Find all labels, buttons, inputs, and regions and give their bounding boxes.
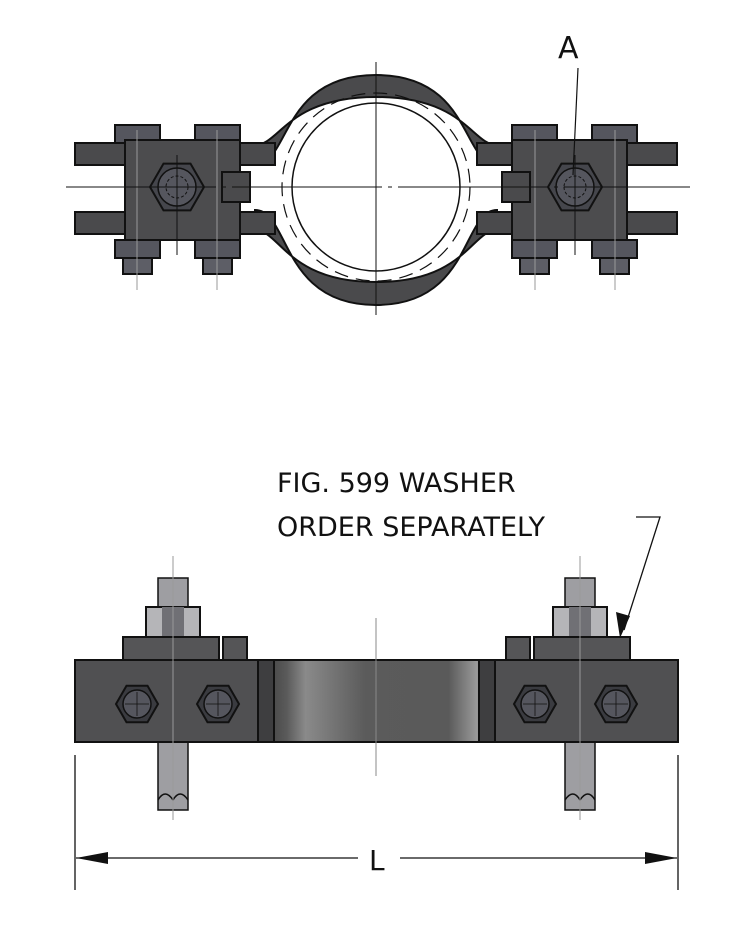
callout-a-leader (572, 67, 579, 176)
top-left-clamp-block (74, 124, 276, 290)
top-view: A (66, 31, 690, 315)
center-strap (257, 659, 497, 743)
dimension-arrow-right (645, 852, 677, 864)
washer (533, 636, 631, 662)
strap-edge (257, 659, 275, 743)
strap-edge (478, 659, 496, 743)
leader-arrowhead (616, 612, 630, 638)
washer-edge (505, 636, 531, 662)
top-right-clamp-block (476, 124, 678, 290)
front-right-clamp-block (478, 556, 679, 820)
dimension-label-l: L (369, 844, 385, 877)
dimension-arrow-left (76, 852, 108, 864)
washer (122, 636, 220, 662)
front-left-clamp-block (74, 556, 275, 820)
washer-note-leader (623, 516, 661, 631)
washer-note-line-2: ORDER SEPARATELY (277, 512, 545, 543)
washer-edge (222, 636, 248, 662)
front-view: FIG. 599 WASHER ORDER SEPARATELY L (74, 468, 679, 890)
washer-note-line-1: FIG. 599 WASHER (277, 468, 516, 499)
callout-a-label: A (558, 31, 579, 66)
